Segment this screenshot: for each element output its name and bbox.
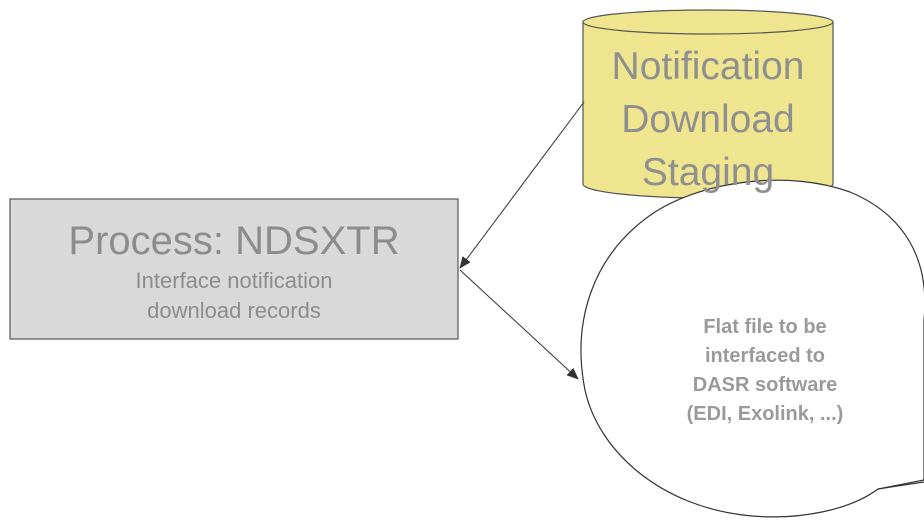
staging-label: Notification Download Staging (583, 40, 833, 199)
process-description-line-1: Interface notification (135, 268, 333, 293)
process-description-line-2: download records (147, 298, 321, 323)
staging-cylinder-top (582, 9, 834, 35)
flat-file-line-2: interfaced to (704, 345, 826, 367)
flat-file-callout (580, 179, 924, 518)
connector-staging-to-process (459, 101, 585, 269)
callout-tail (877, 481, 924, 490)
process-box (9, 198, 459, 340)
process-title: Process: NDSXTR (68, 219, 400, 263)
flat-file-label: Flat file to be interfaced to DASR softw… (625, 313, 905, 429)
staging-cylinder (582, 9, 834, 199)
flat-file-line-4: (EDI, Exolink, ...) (686, 403, 844, 425)
process-description: Interface notification download records (10, 266, 458, 326)
staging-label-line-2: Download (621, 98, 795, 141)
flat-file-line-1: Flat file to be (703, 316, 827, 338)
flat-file-line-3: DASR software (692, 374, 838, 396)
connector-process-to-flatfile (459, 269, 579, 380)
staging-label-line-1: Notification (611, 45, 805, 88)
staging-label-line-3: Staging (641, 151, 775, 194)
